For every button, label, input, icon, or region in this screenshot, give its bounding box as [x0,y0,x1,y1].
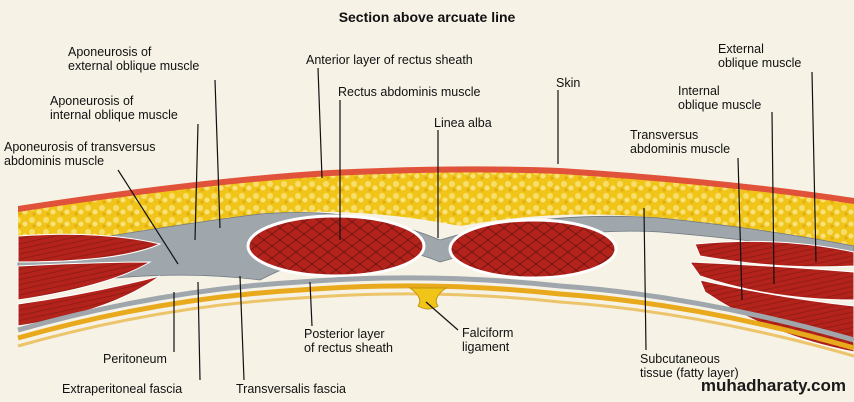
label-posterior-layer-rectus-sheath: Posterior layer of rectus sheath [304,327,393,355]
label-transversalis-fascia: Transversalis fascia [236,382,346,396]
label-rectus-abdominis: Rectus abdominis muscle [338,85,481,99]
label-anterior-layer-rectus-sheath: Anterior layer of rectus sheath [306,53,473,67]
label-falciform-ligament: Falciform ligament [462,326,514,354]
diagram-title: Section above arcuate line [338,9,516,25]
leader-lines [117,67,817,381]
label-subcutaneous-tissue: Subcutaneous tissue (fatty layer) [640,352,739,380]
skin-layer [18,166,854,214]
label-extraperitoneal-fascia: Extraperitoneal fascia [62,382,183,396]
label-aponeurosis-external-oblique: Aponeurosis of external oblique muscle [68,45,200,73]
subcutaneous-fat-layer [18,172,854,252]
label-external-oblique: External oblique muscle [718,42,802,70]
rectus-abdominis-left [246,214,426,278]
label-skin: Skin [556,76,581,90]
label-aponeurosis-transversus: Aponeurosis of transversus abdominis mus… [4,140,156,168]
watermark-text: muhadharaty.com [700,376,846,395]
rectus-abdominis-right [448,218,618,280]
transversalis-fascia-layer [17,275,854,343]
label-peritoneum: Peritoneum [103,352,167,366]
label-internal-oblique: Internal oblique muscle [678,84,762,112]
falciform-ligament-shape [408,287,448,310]
label-aponeurosis-internal-oblique: Aponeurosis of internal oblique muscle [50,94,178,122]
extraperitoneal-fascia-layer [17,283,854,351]
label-linea-alba: Linea alba [434,116,492,130]
label-transversus-abdominis: Transversus abdominis muscle [630,128,731,156]
